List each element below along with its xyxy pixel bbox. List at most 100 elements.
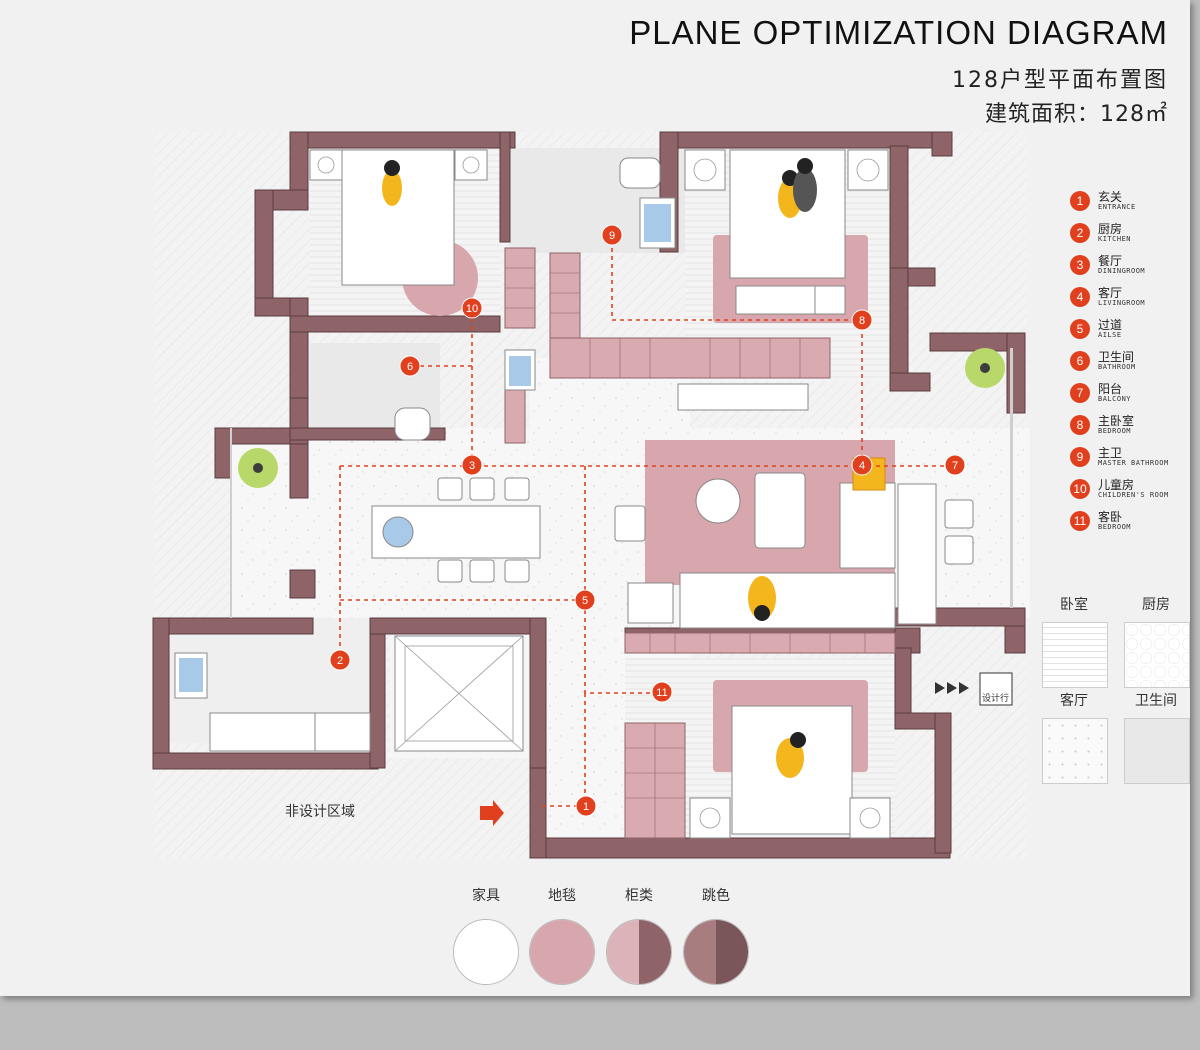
room-marker: 4: [851, 454, 873, 476]
room-markers: 1 2 3 4 5 6 7 8 9 10 11: [329, 224, 966, 817]
legend-label-zh: 卫生间: [1098, 350, 1135, 364]
legend-number: 8: [1070, 415, 1090, 435]
legend-label-zh: 儿童房: [1098, 478, 1135, 492]
swatch-label: 客厅: [1060, 693, 1088, 709]
legend-number: 11: [1070, 511, 1090, 531]
room-marker-number: 9: [609, 230, 615, 242]
legend-label-en: MASTER BATHROOM: [1098, 459, 1169, 467]
room-marker: 1: [575, 795, 597, 817]
room-marker: 7: [944, 454, 966, 476]
building-area: 建筑面积：128㎡: [985, 102, 1168, 127]
material-circle: [529, 919, 595, 985]
legend-label-zh: 过道: [1098, 318, 1123, 332]
swatch-kitchen: 厨房: [1124, 594, 1190, 688]
legend-label-zh: 主卫: [1098, 446, 1123, 460]
room-marker-number: 6: [407, 361, 413, 373]
plants: [238, 348, 1005, 488]
legend-number: 5: [1070, 319, 1090, 339]
room-marker: 9: [601, 224, 623, 246]
legend-label-en: BATHROOM: [1098, 363, 1136, 371]
room-marker: 5: [574, 589, 596, 611]
material-swatch: 家具: [453, 885, 519, 985]
room-marker-number: 11: [656, 687, 667, 699]
room-marker: 2: [329, 649, 351, 671]
legend-number: 1: [1070, 191, 1090, 211]
legend-label-en: BEDROOM: [1098, 523, 1132, 531]
legend-number: 7: [1070, 383, 1090, 403]
material-label: 跳色: [702, 888, 730, 904]
room-marker-number: 5: [582, 595, 588, 607]
page-subtitle: 128户型平面布置图: [952, 68, 1168, 93]
floor-plan: 非设计区域 设计行 1 2 3 4 5 6 7 8 9 10 11: [152, 131, 1030, 859]
room-marker: 10: [461, 297, 483, 319]
living-furniture: [614, 383, 974, 629]
room-marker: 11: [651, 681, 673, 703]
swatch-label: 厨房: [1142, 597, 1170, 613]
material-swatch: 跳色: [683, 885, 749, 985]
material-circle: [606, 919, 672, 985]
legend-label-en: KITCHEN: [1098, 235, 1132, 243]
legend-number: 3: [1070, 255, 1090, 275]
material-circle: [453, 919, 519, 985]
legend-label-en: BEDROOM: [1098, 427, 1132, 435]
swatch-label: 卧室: [1060, 597, 1088, 613]
legend-number: 4: [1070, 287, 1090, 307]
material-label: 柜类: [625, 888, 653, 904]
room-marker-number: 1: [583, 801, 589, 813]
legend-label-zh: 厨房: [1098, 222, 1123, 236]
legend-label-en: LIVINGROOM: [1098, 299, 1146, 307]
room-marker-number: 8: [859, 315, 865, 327]
page-title: PLANE OPTIMIZATION DIAGRAM: [629, 14, 1168, 51]
swatch-living: 客厅: [1042, 690, 1108, 784]
people: [382, 158, 817, 778]
legend-number: 9: [1070, 447, 1090, 467]
swatch-label: 卫生间: [1135, 693, 1177, 709]
legend-number: 10: [1070, 479, 1090, 499]
legend-label-en: ENTRANCE: [1098, 203, 1136, 211]
legend-label-zh: 阳台: [1098, 382, 1123, 396]
swatch-bedroom: 卧室: [1042, 594, 1108, 688]
legend-label-zh: 客厅: [1098, 286, 1123, 300]
material-label: 地毯: [548, 888, 576, 904]
room-marker-number: 2: [337, 655, 343, 667]
material-label: 家具: [472, 888, 500, 904]
room-marker: 8: [851, 309, 873, 331]
entrance-arrow: [480, 800, 504, 826]
legend-label-en: DININGROOM: [1098, 267, 1146, 275]
legend-label-en: AILSE: [1098, 331, 1122, 339]
swatch-bathroom: 卫生间: [1124, 690, 1190, 784]
room-marker-number: 7: [952, 460, 958, 472]
dining-chairs: [437, 477, 530, 583]
legend-label-zh: 餐厅: [1098, 254, 1123, 268]
legend-number: 6: [1070, 351, 1090, 371]
svg-text:设计行: 设计行: [982, 692, 1009, 704]
legend-label-zh: 主卧室: [1098, 414, 1135, 428]
room-marker: 6: [399, 355, 421, 377]
legend-label-zh: 玄关: [1098, 190, 1123, 204]
room-marker: 3: [461, 454, 483, 476]
room-marker-number: 4: [859, 460, 865, 472]
room-marker-number: 3: [469, 460, 475, 472]
material-swatch: 地毯: [529, 885, 595, 985]
non-design-area-label: 非设计区域: [285, 804, 355, 820]
material-circle: [683, 919, 749, 985]
legend-number: 2: [1070, 223, 1090, 243]
legend-label-zh: 客卧: [1098, 510, 1123, 524]
material-swatch: 柜类: [606, 885, 672, 985]
room-marker-number: 10: [466, 303, 478, 315]
entry-indicator: 设计行: [935, 672, 1013, 706]
legend-label-en: BALCONY: [1098, 395, 1132, 403]
legend-label-en: CHILDREN'S ROOM: [1098, 491, 1169, 499]
